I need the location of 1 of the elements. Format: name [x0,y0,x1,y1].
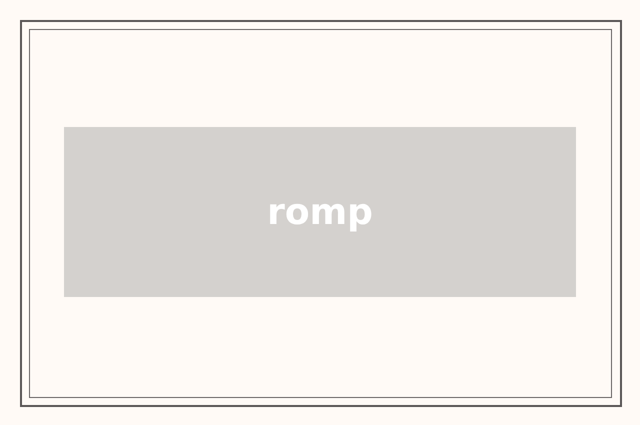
process-box [64,127,576,297]
